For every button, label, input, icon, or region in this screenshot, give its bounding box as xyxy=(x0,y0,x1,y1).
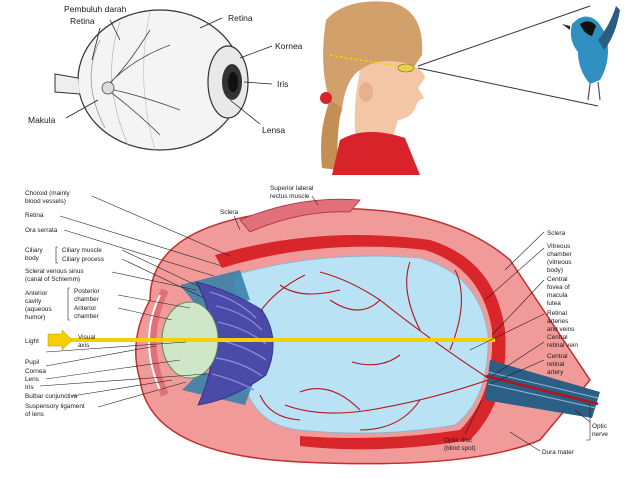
label-ciliary-body: body xyxy=(25,255,40,262)
leader-lines-left xyxy=(39,195,231,408)
label-ciliary-process: Ciliary process xyxy=(62,256,104,263)
brackets xyxy=(55,246,591,441)
label-anterior-cavity: Anterior xyxy=(25,290,48,297)
label-vitreous-4: body) xyxy=(547,267,563,274)
label-anterior-chamber: Anterior xyxy=(74,305,97,312)
sight-line-top xyxy=(417,5,591,67)
label-fovea-4: lutea xyxy=(547,300,561,307)
label-superior-rectus: Superior lateral xyxy=(270,185,313,192)
label-iris: Iris xyxy=(25,384,34,391)
label-kornea: Kornea xyxy=(275,41,303,51)
label-cornea: Cornea xyxy=(25,368,46,375)
label-fovea-2: fovea of xyxy=(547,284,570,291)
label-anterior-cavity-2: cavity xyxy=(25,298,42,305)
label-suspensory-ligament: Suspensory ligament xyxy=(25,403,85,410)
label-vitreous-3: (vitreous xyxy=(547,259,572,266)
label-sclera-right: Sclera xyxy=(547,230,566,237)
label-makula: Makula xyxy=(28,115,56,125)
label-anterior-cavity-3: (aqueous xyxy=(25,306,52,313)
label-scleral-sinus: Scleral venous sinus xyxy=(25,268,84,275)
label-pembuluh-darah: Pembuluh darah xyxy=(64,4,127,14)
light-arrow xyxy=(47,329,73,351)
label-fovea-3: macula xyxy=(547,292,568,299)
label-suspensory-ligament-2: of lens xyxy=(25,411,44,418)
label-central-retinal-vein-2: retinal vein xyxy=(547,342,578,349)
label-optic-nerve: Optic xyxy=(592,423,608,430)
bird-illustration xyxy=(562,6,620,101)
label-anterior-chamber-2: chamber xyxy=(74,313,100,320)
eyeball-sketch xyxy=(54,9,273,151)
label-sclera-top: Sclera xyxy=(220,209,239,216)
label-retina: Retina xyxy=(25,212,44,219)
label-choroid-2: blood vessels) xyxy=(25,198,66,205)
label-central-retinal-vein: Central xyxy=(547,334,568,341)
label-lensa: Lensa xyxy=(262,125,285,135)
label-optic-disc: Optic disc xyxy=(444,437,473,444)
label-retinal-vessels-3: and veins xyxy=(547,326,574,333)
label-central-retinal-artery: Central xyxy=(547,353,568,360)
label-central-retinal-artery-2: retinal xyxy=(547,361,564,368)
label-vitreous-2: chamber xyxy=(547,251,573,258)
label-optic-disc-2: (blind spot) xyxy=(444,445,476,452)
sight-line-bottom xyxy=(417,67,599,107)
label-lens: Lens xyxy=(25,376,39,383)
label-retina-left: Retina xyxy=(70,16,95,26)
label-retina-right: Retina xyxy=(228,13,253,23)
label-dura-mater: Dura mater xyxy=(542,449,575,456)
label-posterior-chamber-2: chamber xyxy=(74,296,100,303)
label-ora-serrata: Ora serrata xyxy=(25,227,58,234)
label-vitreous: Vitreous xyxy=(547,243,570,250)
label-choroid: Choroid (mainly xyxy=(25,190,71,197)
label-ciliary: Ciliary xyxy=(25,247,44,254)
label-iris-top: Iris xyxy=(277,79,288,89)
label-superior-rectus-2: rectus muscle xyxy=(270,193,310,200)
label-scleral-sinus-2: (canal of Schlemm) xyxy=(25,276,80,283)
label-retinal-vessels-2: arteries xyxy=(547,318,568,325)
label-light: Light xyxy=(25,338,39,345)
label-ciliary-muscle: Ciliary muscle xyxy=(62,247,102,254)
label-visual-axis: Visual xyxy=(78,334,95,341)
label-posterior-chamber: Posterior xyxy=(74,288,100,295)
leader-lines-right xyxy=(233,195,591,452)
label-bulbar-conjunctiva: Bulbar conjunctiva xyxy=(25,393,78,400)
label-anterior-cavity-4: humor) xyxy=(25,314,45,321)
label-retinal-vessels: Retinal xyxy=(547,310,567,317)
label-pupil: Pupil xyxy=(25,359,39,366)
eye-cross-section xyxy=(47,198,600,465)
label-central-retinal-artery-3: artery xyxy=(547,369,564,376)
label-optic-nerve-2: nerve xyxy=(592,431,608,438)
label-fovea: Central xyxy=(547,276,568,283)
label-visual-axis-2: axis xyxy=(78,342,89,349)
girl-illustration xyxy=(314,0,425,175)
